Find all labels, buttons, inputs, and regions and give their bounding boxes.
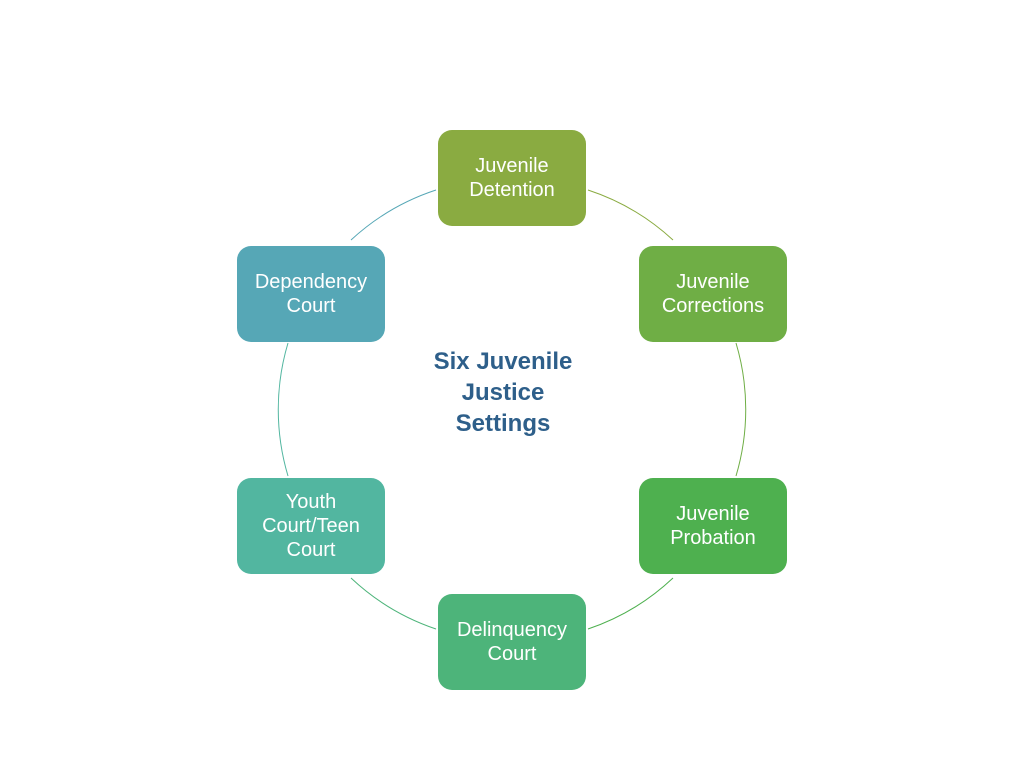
center-title: Six Juvenile Justice Settings — [433, 348, 573, 437]
node-label: Juvenile Probation — [670, 503, 756, 549]
arc-delinquency-youth — [350, 577, 437, 630]
node-juvenile-detention: Juvenile Detention — [438, 130, 586, 226]
node-delinquency-court: Delinquency Court — [438, 594, 586, 690]
node-youth-teen-court: Youth Court/Teen Court — [237, 478, 385, 574]
node-juvenile-corrections: Juvenile Corrections — [639, 246, 787, 342]
arc-youth-dependency — [277, 342, 289, 477]
node-label: Dependency Court — [254, 271, 368, 317]
arc-detention-corrections — [587, 189, 674, 241]
node-juvenile-probation: Juvenile Probation — [639, 478, 787, 574]
node-label: Youth Court/Teen Court — [262, 491, 360, 561]
node-label: Juvenile Corrections — [661, 271, 765, 317]
node-dependency-court: Dependency Court — [237, 246, 385, 342]
arc-corrections-probation — [735, 342, 747, 477]
arc-dependency-detention — [350, 189, 437, 241]
arc-probation-delinquency — [587, 577, 674, 630]
node-label: Delinquency Court — [456, 619, 568, 665]
node-label: Juvenile Detention — [469, 155, 555, 201]
